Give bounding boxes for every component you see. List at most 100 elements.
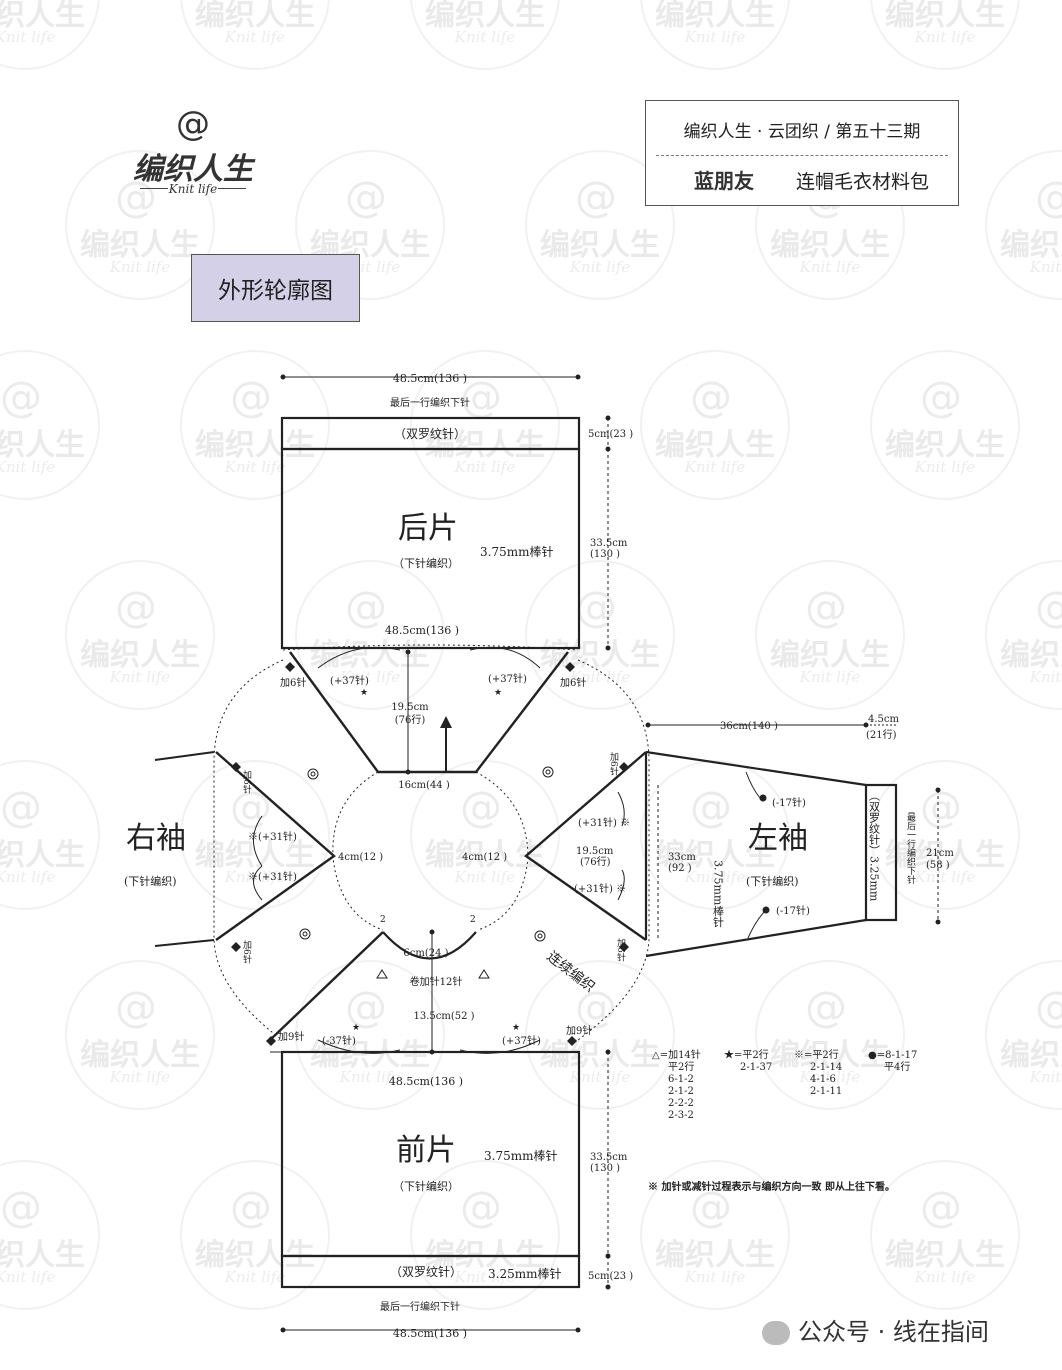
dim-dot [575, 374, 581, 380]
sleeve-r-add-top: 加6针 [241, 770, 252, 795]
inc31-l2: (+31针) ※ [574, 882, 626, 895]
marker-symbols [231, 649, 770, 1055]
cuff-rows: (21行) [866, 728, 897, 741]
left-cuff [864, 783, 898, 922]
curve-arrow [253, 865, 263, 901]
sleeve-l-add-top: 加6针 [608, 752, 619, 777]
legend-triangle-1: 平2行 [668, 1060, 694, 1073]
cuff-length: 4.5cm [868, 714, 900, 725]
circle-marker [299, 928, 311, 940]
left-sleeve-length: 36cm(140 ) [720, 721, 778, 732]
front-width: 13.5cm(52 ) [413, 1011, 474, 1022]
circle-marker [542, 766, 554, 778]
front-neck-note: 卷加针12针 [410, 975, 463, 988]
back-raglan [289, 651, 569, 774]
inc31-r1: ※(+31针) [248, 830, 297, 843]
continuous-label: 连续编织 [544, 948, 599, 996]
front-piece [280, 1049, 611, 1333]
front-height: 33.5cm [590, 1152, 628, 1163]
upper-rows: (76行) [580, 855, 611, 868]
neck-side-left: 4cm(12 ) [462, 852, 507, 863]
swirl-icon: @ [176, 104, 210, 144]
cuff-width-rows: (58 ) [926, 860, 950, 871]
brand-name-en: Knit life [168, 182, 218, 196]
section-title: 外形轮廓图 [191, 254, 360, 322]
diamond-marker [619, 762, 629, 772]
marker-number-2b: 2 [470, 915, 476, 925]
back-width-top: 48.5cm(136 ) [393, 372, 467, 385]
inc31-l1: (+31针) ※ [578, 816, 630, 829]
diamond-marker [285, 662, 295, 672]
mid-width: 33cm [668, 852, 696, 863]
legend-triangle-3: 2-1-2 [668, 1086, 694, 1097]
neck-dashed [332, 771, 529, 931]
account-name: 公众号 · 线在指间 [798, 1318, 989, 1346]
front-height-rows: (130 ) [590, 1163, 620, 1174]
upper-width: 19.5cm [576, 846, 614, 857]
left-sleeve-name: 左袖 [748, 821, 808, 856]
diamond-marker [266, 1036, 276, 1046]
diamond-marker [619, 942, 629, 952]
front-width-top: 48.5cm(136 ) [389, 1075, 463, 1088]
curve-arrow [253, 815, 263, 867]
cuff-note: 最后一行编织下针 [905, 812, 916, 885]
legend-dot-0: ●=8-1-17 [868, 1050, 917, 1061]
diamond-marker [565, 662, 575, 672]
svg-text:★: ★ [360, 688, 368, 698]
back-stitch: （下针编织） [393, 556, 459, 570]
front-rib-height: 5cm(23 ) [588, 1271, 633, 1282]
right-sleeve-raglan [215, 751, 336, 941]
legend-note-1: 2-1-14 [810, 1062, 842, 1073]
legend-star-1: 2-1-37 [740, 1062, 772, 1073]
svg-text:★: ★ [512, 1023, 520, 1033]
inc31-r2: ※(+31针) [248, 870, 297, 883]
add6-left: 加6针 [280, 676, 306, 689]
legend-triangle-5: 2-3-2 [668, 1110, 694, 1121]
issue-label: 编织人生 · 云团织 / 第五十三期 [683, 122, 921, 142]
inc-front-right: (+37针) [502, 1034, 541, 1047]
left-sleeve-needle: 3.75mm棒针 [712, 860, 725, 928]
curve-arrow [469, 646, 541, 669]
back-piece [280, 374, 611, 651]
designer-name: 蓝朋友 [694, 169, 754, 193]
brand-name-cn: 编织人生 [133, 152, 253, 187]
front-width-bottom: 48.5cm(136 ) [393, 1327, 467, 1340]
right-sleeve-stitch: (下针编织) [124, 874, 177, 888]
right-sleeve-top-edge [154, 751, 215, 761]
diamond-marker [567, 1036, 577, 1046]
left-sleeve-bottom [645, 918, 867, 958]
diamond-marker [231, 762, 241, 772]
dot-marker [759, 794, 767, 802]
back-rib-height: 5cm(23 ) [588, 429, 633, 440]
legend-triangle-4: 2-2-2 [668, 1098, 694, 1109]
right-sleeve-name: 右袖 [126, 821, 186, 856]
back-rib-label: （双罗纹针） [394, 426, 466, 441]
back-needle: 3.75mm棒针 [480, 544, 553, 559]
inc-front-left: (-37针) [322, 1034, 356, 1047]
front-stitch: （下针编织） [393, 1179, 459, 1193]
svg-text:★: ★ [352, 1023, 360, 1033]
triangle-marker [478, 969, 490, 979]
right-sleeve-bottom-edge [154, 939, 215, 947]
cuff-width: 21cm [926, 848, 954, 859]
back-height-rows: (130 ) [590, 549, 620, 560]
cuff-rib: （双罗纹针）3.25mm [868, 790, 881, 902]
brand-logo: @ 编织人生 Knit life [130, 98, 256, 210]
legend-dot-1: 平4行 [884, 1060, 910, 1073]
mid-rows: (92 ) [668, 863, 692, 874]
front-needle: 3.75mm棒针 [484, 1148, 557, 1163]
